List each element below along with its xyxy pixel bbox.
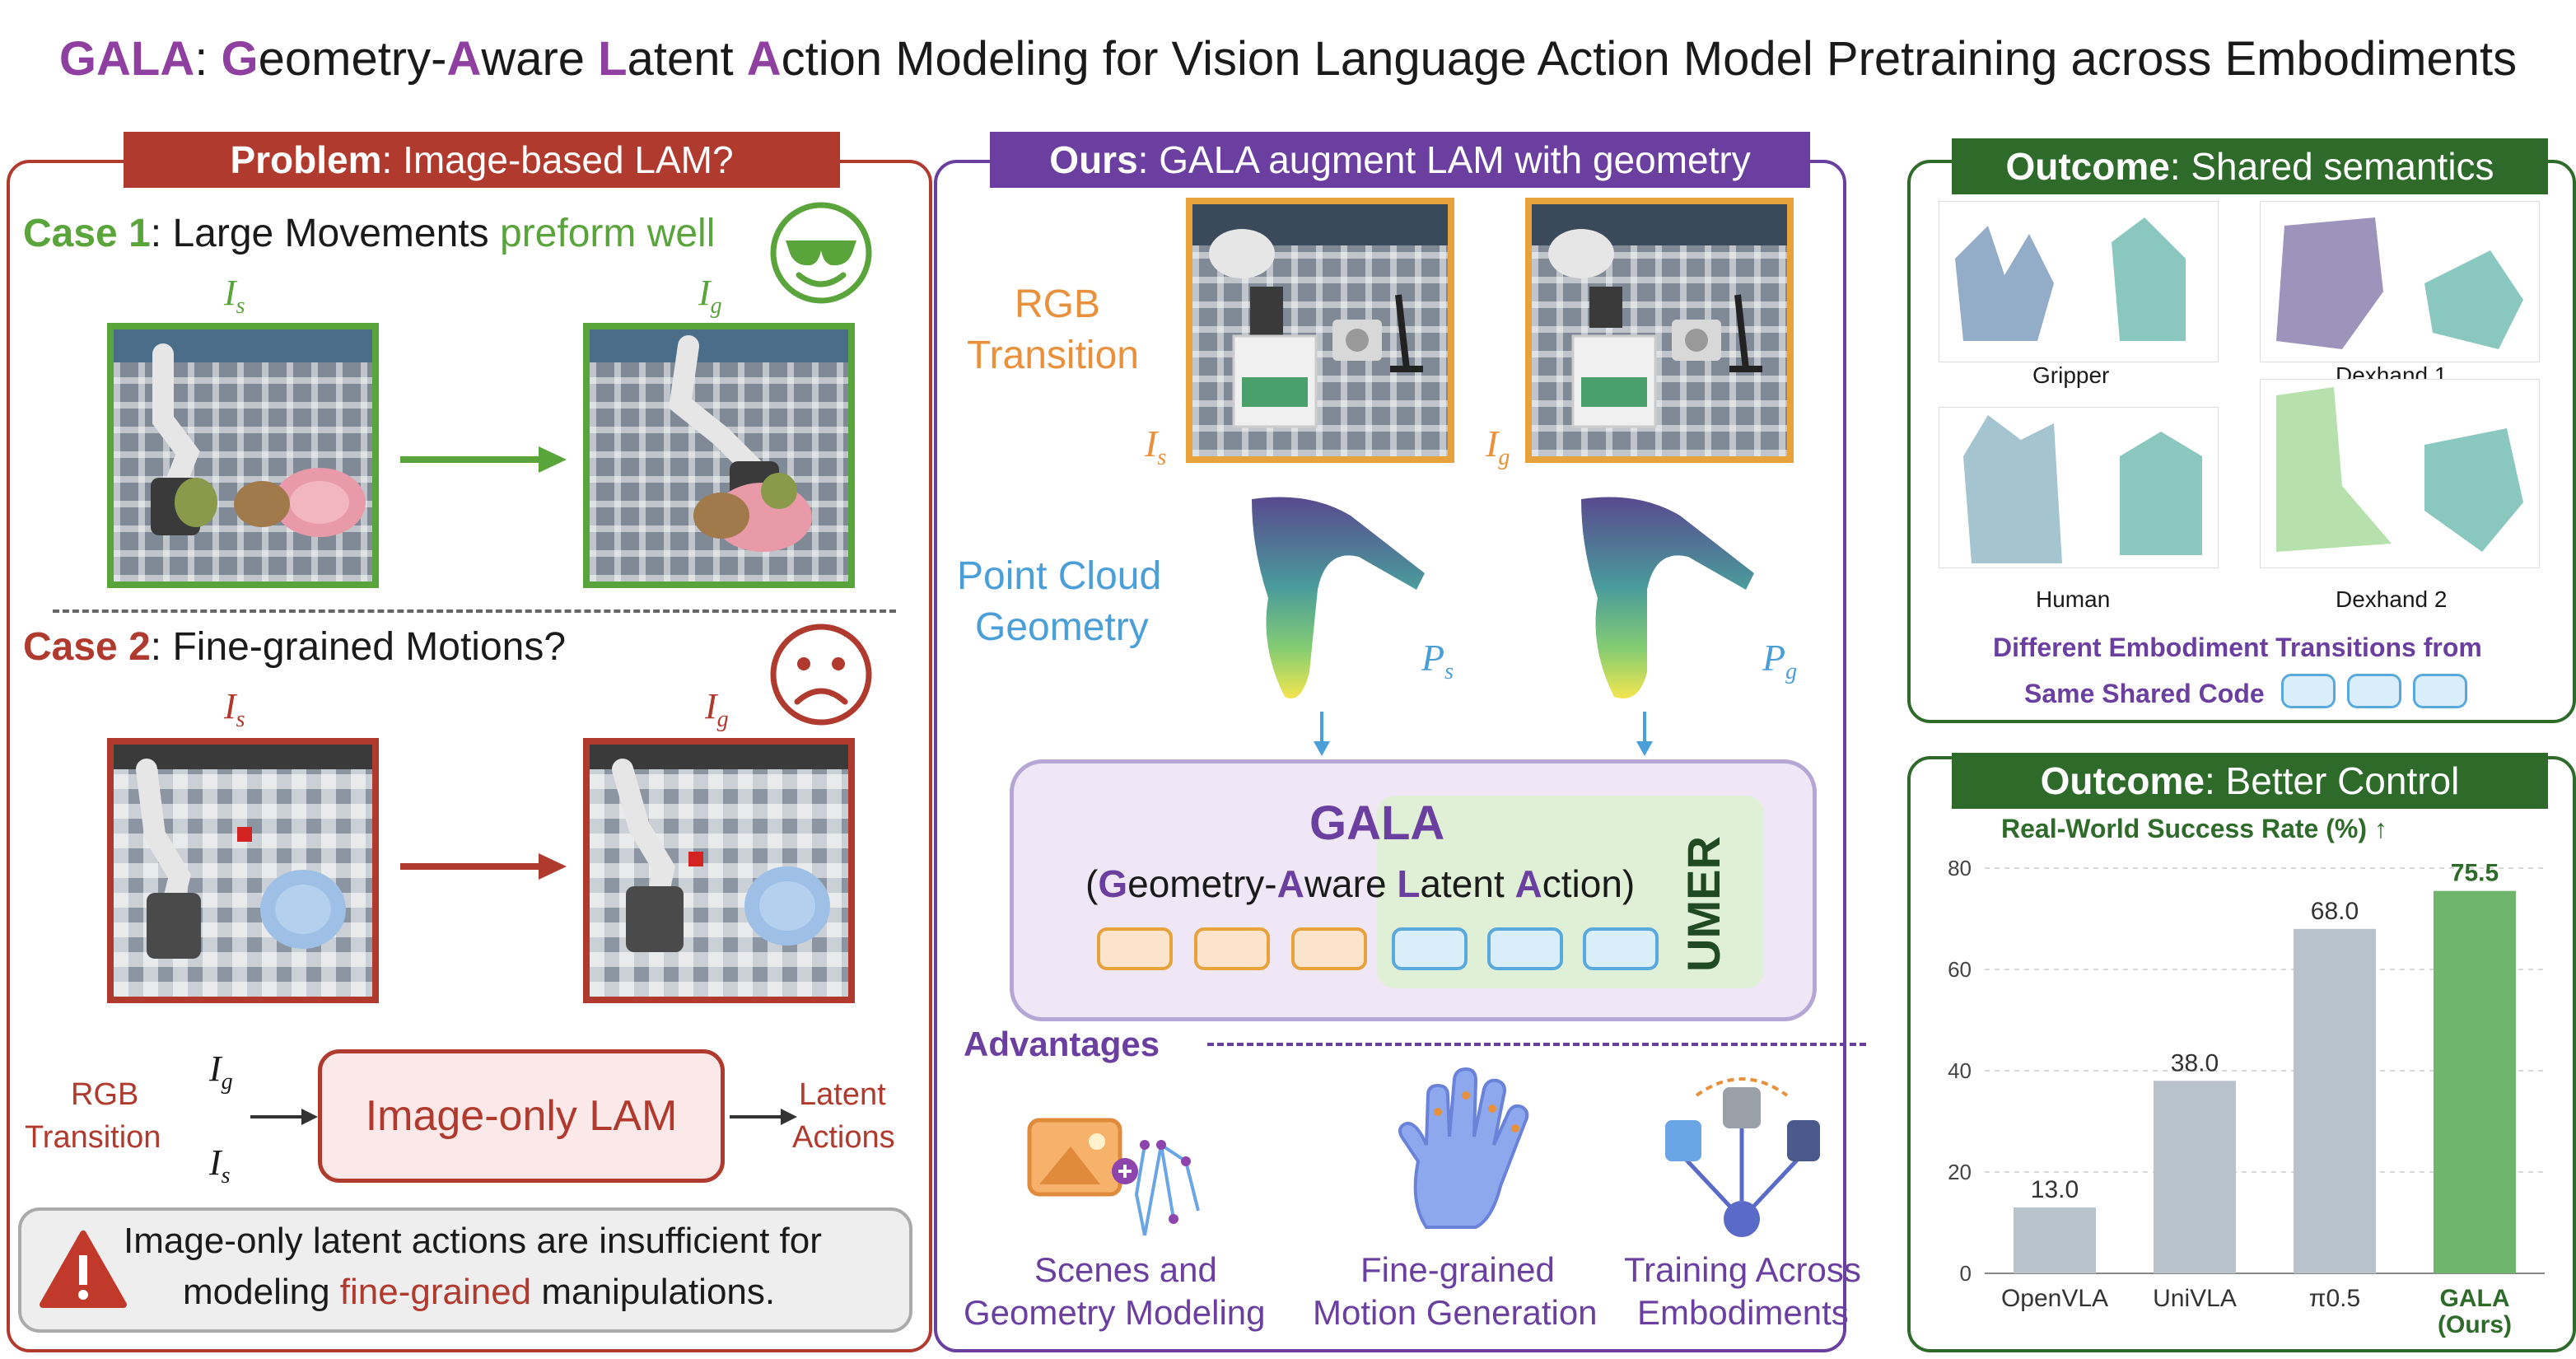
case-separator (53, 609, 896, 613)
adv3-line2: Embodiments (1637, 1293, 1849, 1332)
case1-is-label: Is (224, 273, 245, 319)
shared-semantics-tab: Outcome: Shared semantics (1952, 138, 2548, 194)
bar (2294, 928, 2376, 1273)
case1-ig-label: Ig (698, 273, 722, 319)
case2-heading: Case 2: Fine-grained Motions? (23, 625, 567, 669)
point-cloud-goal-plot (1581, 497, 1754, 698)
point-cloud-label: Point Cloud (957, 554, 1162, 598)
lam-ig-label: Ig (209, 1048, 233, 1095)
case2-start-image (107, 738, 379, 1003)
pg-label: Pg (1762, 637, 1798, 685)
case2-is-label: Is (224, 686, 245, 732)
shared-caption-line2: Same Shared Code (2024, 679, 2265, 708)
bar-value-label: 13.0 (2031, 1176, 2079, 1203)
shared-code-slot-1 (2281, 674, 2336, 708)
ours-tab: Ours: GALA augment LAM with geometry (990, 132, 1810, 188)
y-tick-label: 80 (1948, 856, 1972, 880)
shared-code-slot-3 (2413, 674, 2467, 708)
rgb-goal-image (1525, 198, 1794, 463)
better-control-tab: Outcome: Better Control (1952, 753, 2548, 809)
y-tick-label: 40 (1948, 1058, 1972, 1083)
bar (2014, 1207, 2096, 1273)
y-tick-label: 60 (1948, 957, 1972, 982)
latent-label: Latent (799, 1077, 886, 1112)
human-point-cloud (1939, 407, 2219, 568)
adv3-line1: Training Across (1624, 1250, 1861, 1289)
adv1-line1: Scenes and (1034, 1250, 1217, 1289)
dexhand1-point-cloud (2260, 201, 2540, 362)
geometry-label: Geometry (975, 605, 1149, 649)
page-title: GALA: Geometry-Aware Latent Action Model… (58, 32, 2518, 86)
y-tick-label: 0 (1960, 1261, 1972, 1286)
latent-slot-geo-1 (1392, 927, 1468, 970)
mid-is-label: Is (1145, 423, 1167, 471)
advantages-separator (1207, 1043, 1866, 1046)
chart-title: Real-World Success Rate (%) ↑ (2001, 814, 2387, 843)
mid-transition-label: Transition (967, 334, 1139, 377)
umer-label: UMER (1678, 836, 1729, 972)
category-label: π0.5 (2309, 1285, 2360, 1312)
shared-code-slot-2 (2347, 674, 2401, 708)
latent-slot-geo-3 (1583, 927, 1659, 970)
problem-tab: Problem: Image-based LAM? (124, 132, 840, 188)
gripper-point-cloud (1939, 201, 2219, 362)
ps-down-arrow-icon (1314, 712, 1330, 756)
y-tick-label: 20 (1948, 1160, 1972, 1184)
image-only-lam-box: Image-only LAM (318, 1049, 725, 1183)
gripper-label: Gripper (2032, 362, 2110, 388)
transition-label: Transition (25, 1120, 161, 1155)
bar (2154, 1081, 2236, 1273)
case2-goal-image (583, 738, 855, 1003)
fine-grained-hand-icon (1398, 1067, 1529, 1229)
warning-box (18, 1207, 912, 1333)
case2-ig-label: Ig (705, 686, 729, 732)
dexhand2-point-cloud (2260, 379, 2540, 568)
bar-value-label: 68.0 (2311, 898, 2359, 925)
shared-caption-line1: Different Embodiment Transitions from (1993, 633, 2482, 662)
warning-line1: Image-only latent actions are insufficie… (124, 1221, 822, 1261)
cross-embodiment-icon (1665, 1077, 1820, 1237)
latent-slot-geo-2 (1487, 927, 1563, 970)
ps-label: Ps (1421, 637, 1454, 685)
category-label: OpenVLA (2001, 1285, 2108, 1312)
case1-goal-image (583, 323, 855, 588)
sunglasses-emoji-icon (770, 202, 872, 304)
category-label: (Ours) (2438, 1311, 2512, 1338)
warning-line2: modeling fine-grained manipulations. (183, 1272, 776, 1312)
latent-slot-rgb-1 (1097, 927, 1173, 970)
lam-output-arrow-icon (730, 1109, 797, 1125)
category-label: GALA (2440, 1285, 2510, 1312)
mid-rgb-label: RGB (1015, 283, 1101, 326)
actions-label: Actions (792, 1120, 895, 1155)
gala-label: GALA (1309, 796, 1445, 850)
advantages-heading: Advantages (964, 1025, 1160, 1063)
bar-value-label: 75.5 (2451, 860, 2499, 887)
lam-is-label: Is (209, 1142, 231, 1189)
mid-ig-label: Ig (1486, 423, 1510, 471)
case1-heading: Case 1: Large Movements preform well (23, 212, 716, 255)
bar-value-label: 38.0 (2171, 1049, 2219, 1076)
case1-arrow-icon (400, 446, 567, 473)
point-cloud-start-plot (1252, 497, 1425, 698)
latent-slot-rgb-2 (1194, 927, 1270, 970)
bar (2434, 890, 2516, 1273)
pg-down-arrow-icon (1636, 712, 1653, 756)
rgb-label: RGB (71, 1077, 139, 1112)
warning-icon (40, 1231, 127, 1308)
latent-slot-rgb-3 (1291, 927, 1367, 970)
rgb-start-image (1186, 198, 1454, 463)
case1-start-image (107, 323, 379, 588)
category-label: UniVLA (2153, 1285, 2237, 1312)
gala-subtitle: (Geometry-Aware Latent Action) (1085, 862, 1636, 905)
human-label: Human (2036, 586, 2111, 612)
sad-emoji-icon (770, 623, 872, 726)
adv2-line2: Motion Generation (1313, 1293, 1598, 1332)
scene-geometry-icon (1027, 1118, 1200, 1236)
lam-input-arrow-icon (250, 1109, 318, 1125)
adv2-line1: Fine-grained (1360, 1250, 1555, 1289)
dexhand2-label: Dexhand 2 (2336, 586, 2448, 612)
case2-arrow-icon (400, 853, 567, 880)
adv1-line2: Geometry Modeling (964, 1293, 1266, 1332)
